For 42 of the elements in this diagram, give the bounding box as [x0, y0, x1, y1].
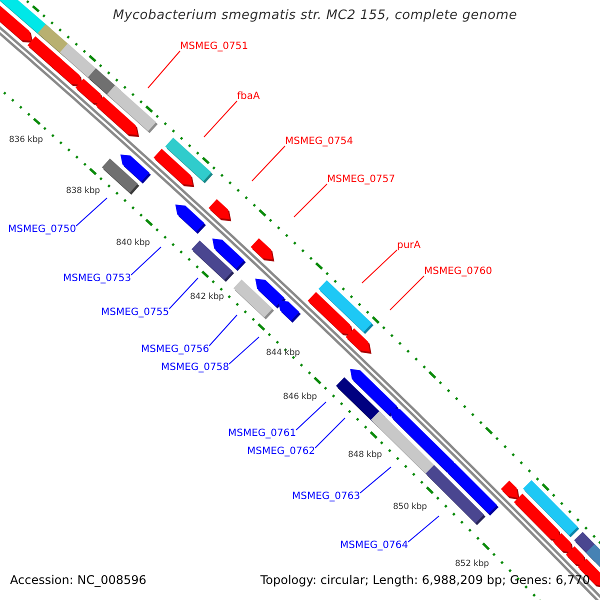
leader-line	[76, 198, 108, 226]
leader-line	[408, 516, 440, 542]
leader-line	[204, 100, 238, 138]
gene-label: MSMEG_0761	[228, 428, 296, 440]
gene-label: MSMEG_0753	[63, 273, 132, 285]
gene-label: fbaA	[237, 91, 260, 103]
gene-label: MSMEG_0764	[340, 540, 408, 552]
leader-line	[130, 246, 162, 276]
gene-label: MSMEG_0757	[327, 174, 396, 186]
leader-line	[362, 250, 398, 284]
position-label: 840 kbp	[116, 238, 150, 248]
leader-line	[294, 184, 328, 218]
gene-label: MSMEG_0755	[101, 307, 170, 319]
position-label: 852 kbp	[455, 559, 489, 569]
gene-label: MSMEG_0756	[141, 344, 210, 356]
genome-title: Mycobacterium smegmatis str. MC2 155, complete genome	[112, 8, 518, 23]
leader-line	[168, 278, 198, 310]
leader-line	[228, 336, 260, 364]
gene-label: MSMEG_0760	[424, 266, 492, 278]
gene-label: purA	[397, 240, 421, 252]
leader-line	[314, 418, 346, 448]
position-label: 850 kbp	[393, 502, 427, 512]
position-label: 842 kbp	[190, 292, 224, 302]
leader-line	[390, 276, 424, 310]
leader-line	[360, 466, 392, 494]
gene-label: MSMEG_0750	[8, 224, 76, 236]
gene-label: MSMEG_0763	[292, 491, 360, 503]
footer-text: Accession: NC_008596	[10, 573, 146, 588]
footer-text: Topology: circular; Length: 6,988,209 bp; Genes: 6,770	[260, 573, 590, 588]
position-label: 848 kbp	[348, 450, 382, 460]
leader-line	[252, 146, 286, 182]
position-label: 838 kbp	[66, 186, 100, 196]
leader-line	[148, 50, 180, 88]
gene-label: MSMEG_0754	[285, 136, 354, 148]
position-label: 844 kbp	[266, 348, 300, 358]
leader-line	[296, 402, 326, 430]
gene-label: MSMEG_0751	[180, 41, 248, 53]
position-label: 846 kbp	[283, 392, 317, 402]
position-label: 836 kbp	[9, 135, 43, 145]
gene-label: MSMEG_0758	[161, 362, 230, 374]
gene-label: MSMEG_0762	[247, 446, 316, 458]
leader-line	[208, 314, 238, 346]
